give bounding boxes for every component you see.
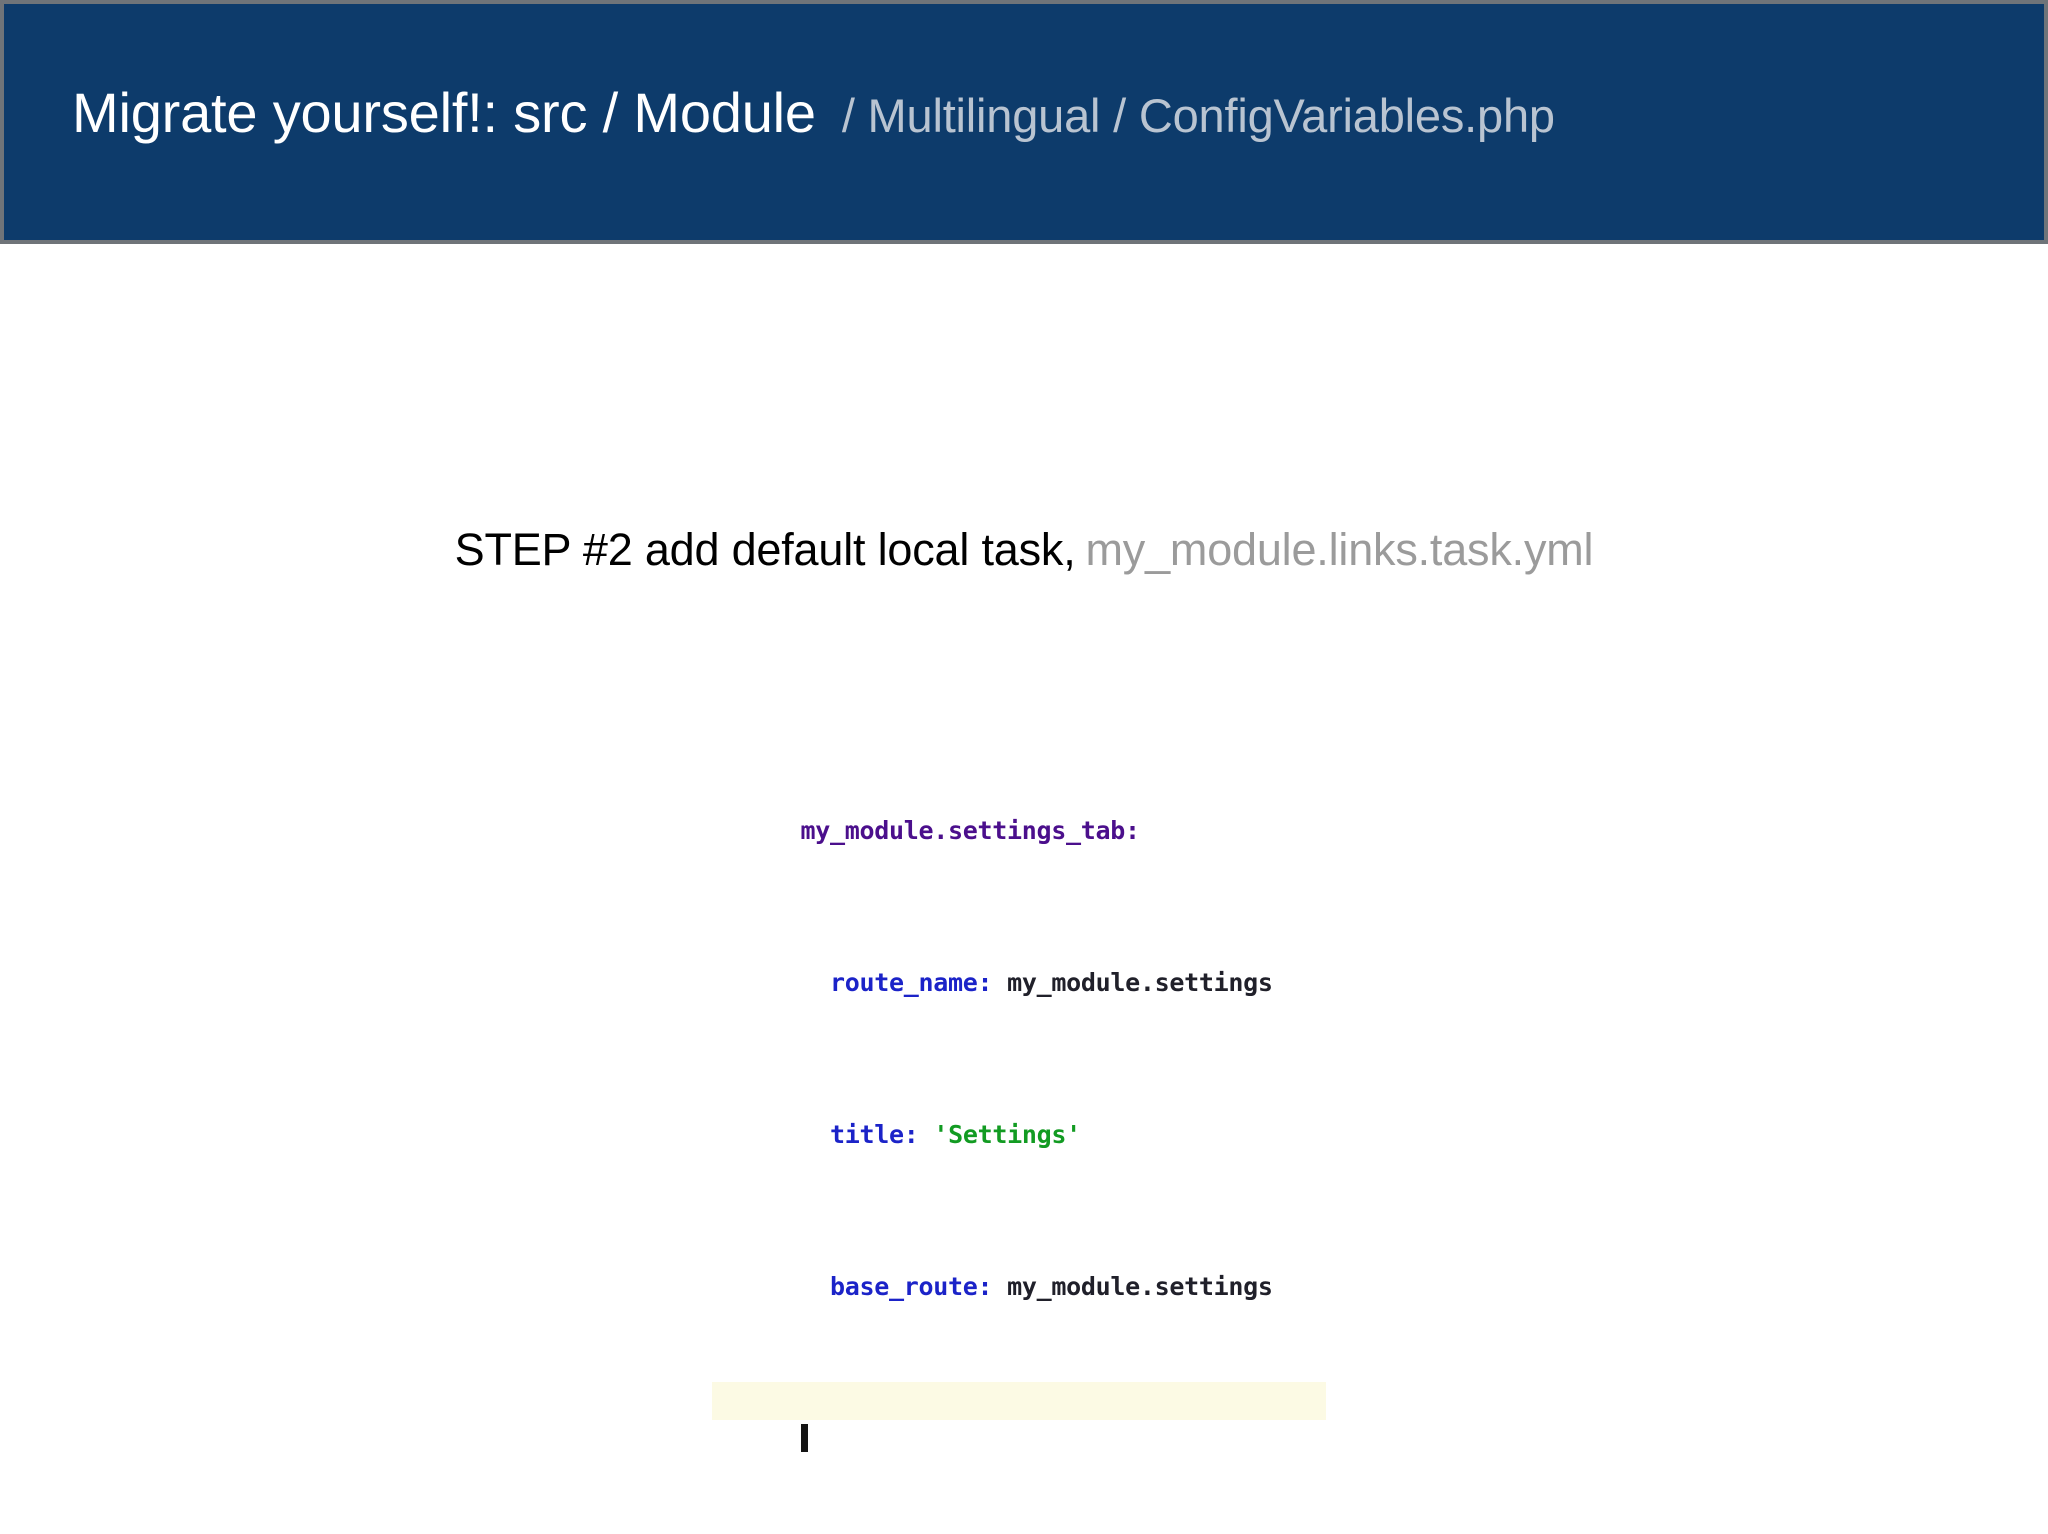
slide-canvas: Migrate yourself!: src / Module / Multil… bbox=[0, 0, 2048, 1452]
yaml-key-title: title bbox=[830, 1120, 904, 1149]
yaml-indent bbox=[801, 968, 831, 997]
code-line: base_route: my_module.settings bbox=[712, 1230, 1326, 1301]
yaml-key-base-route: base_route bbox=[830, 1272, 978, 1301]
breadcrumb: / Multilingual / ConfigVariables.php bbox=[841, 89, 1555, 142]
slide-header-bar: Migrate yourself!: src / Module / Multil… bbox=[0, 0, 2048, 244]
yaml-colon: : bbox=[1125, 816, 1140, 845]
page-title: Migrate yourself!: src / Module bbox=[72, 81, 816, 144]
code-line: my_module.settings_tab: bbox=[712, 774, 1326, 845]
yaml-value-base-route: my_module.settings bbox=[1007, 1272, 1273, 1301]
yaml-space bbox=[992, 1272, 1007, 1301]
code-line: title: 'Settings' bbox=[712, 1078, 1326, 1149]
step-instruction-line: STEP #2 add default local task,my_module… bbox=[0, 524, 2048, 576]
code-line: route_name: my_module.settings bbox=[712, 926, 1326, 997]
header-title-group: Migrate yourself!: src / Module / Multil… bbox=[72, 81, 1555, 144]
code-snippet-yaml: my_module.settings_tab: route_name: my_m… bbox=[712, 660, 1326, 1534]
yaml-key-route-name: route_name bbox=[830, 968, 978, 997]
yaml-anchor-key: my_module.settings_tab bbox=[800, 816, 1126, 845]
step-instruction-filename: my_module.links.task.yml bbox=[1085, 524, 1594, 575]
yaml-colon: : bbox=[977, 1272, 993, 1301]
yaml-space bbox=[919, 1120, 934, 1149]
step-instruction-text: STEP #2 add default local task, bbox=[454, 524, 1076, 575]
yaml-indent bbox=[801, 1272, 831, 1301]
yaml-colon: : bbox=[977, 968, 993, 997]
yaml-value-title: 'Settings' bbox=[933, 1120, 1081, 1149]
text-caret bbox=[800, 1424, 808, 1452]
code-line-current[interactable] bbox=[712, 1382, 1326, 1452]
yaml-space bbox=[992, 968, 1007, 997]
yaml-value-route-name: my_module.settings bbox=[1007, 968, 1273, 997]
yaml-colon: : bbox=[903, 1120, 919, 1149]
yaml-indent bbox=[801, 1120, 831, 1149]
